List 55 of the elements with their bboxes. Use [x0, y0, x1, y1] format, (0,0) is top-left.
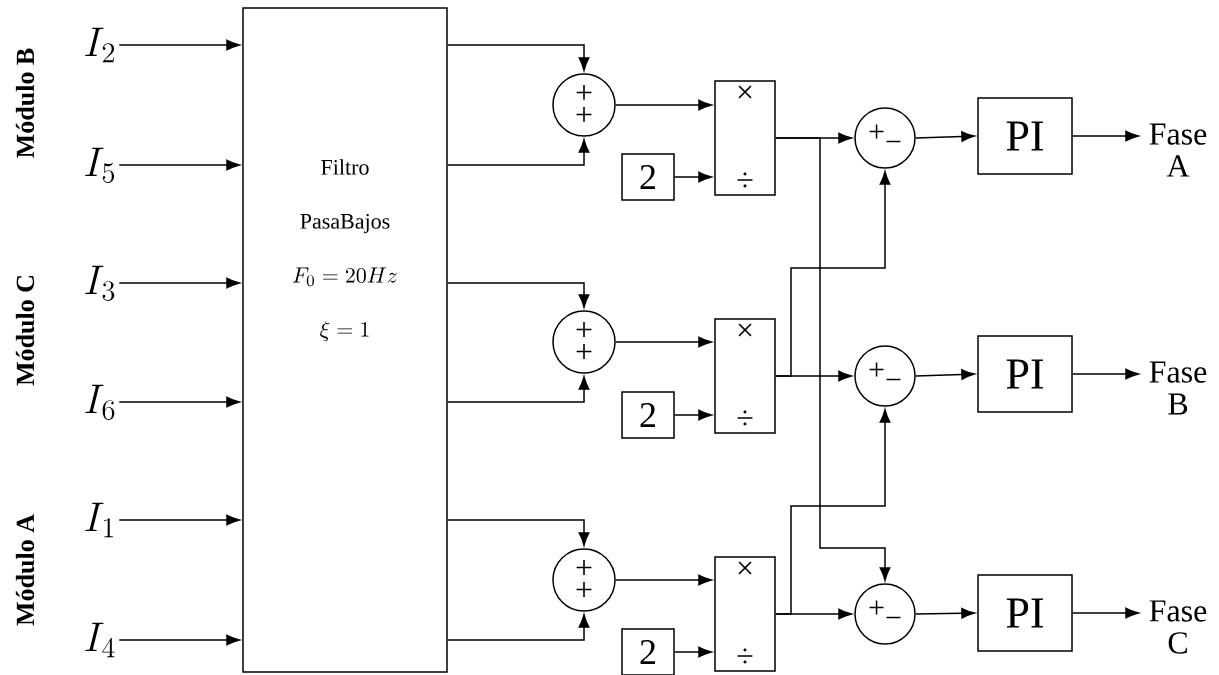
output-label: Fase C — [1149, 600, 1207, 654]
arrow — [447, 519, 590, 546]
arrow — [915, 607, 975, 619]
arrow — [615, 99, 712, 111]
arrow — [775, 171, 891, 377]
module-label: Módulo A — [15, 514, 35, 626]
arrow — [1072, 130, 1139, 142]
arrow — [915, 369, 975, 380]
arrow — [118, 396, 240, 408]
arrow — [447, 376, 590, 403]
filter-block: Filtro PasaBajos $F_0 = 20Hz$ $\xi = 1$ — [242, 7, 448, 673]
input-label: $I_2$ — [85, 27, 115, 63]
summing-junction: + + — [552, 310, 616, 374]
input-label: $I_1$ — [85, 502, 114, 538]
input-label: $I_4$ — [85, 622, 115, 658]
arrow — [775, 137, 891, 581]
arrow — [674, 409, 712, 421]
arrow — [674, 646, 712, 658]
arrow — [1072, 368, 1139, 380]
input-label: $I_5$ — [85, 147, 115, 183]
arrow — [1072, 607, 1139, 619]
summing-junction: + − — [854, 107, 916, 169]
arrow — [447, 282, 590, 308]
module-label: Módulo B — [15, 48, 35, 158]
controller-block: PI — [977, 574, 1073, 652]
output-label: Fase B — [1149, 361, 1207, 415]
arrow — [615, 574, 712, 586]
multiply-divide-block: × ÷ — [714, 318, 776, 434]
summing-junction: + − — [854, 345, 916, 407]
input-label: $I_3$ — [85, 265, 115, 301]
controller-block: PI — [977, 97, 1073, 175]
arrow — [775, 409, 891, 615]
multiply-divide-block: × ÷ — [714, 556, 776, 672]
module-label: Módulo C — [15, 276, 35, 386]
input-label: $I_6$ — [85, 384, 115, 420]
output-label: Fase A — [1149, 123, 1207, 177]
arrow — [447, 44, 590, 71]
arrow — [447, 614, 590, 641]
arrow — [118, 514, 240, 526]
summing-junction: + + — [552, 73, 616, 137]
arrow — [118, 159, 240, 171]
constant-block: 2 — [621, 391, 675, 439]
summing-junction: + + — [552, 548, 616, 612]
arrow — [118, 634, 240, 646]
summing-junction: + − — [854, 583, 916, 645]
arrow — [915, 131, 975, 142]
arrow — [674, 171, 712, 183]
arrow — [447, 139, 590, 166]
arrow — [118, 277, 240, 289]
multiply-divide-block: × ÷ — [714, 80, 776, 196]
controller-block: PI — [977, 335, 1073, 413]
arrow — [615, 336, 712, 348]
constant-block: 2 — [621, 153, 675, 201]
arrow — [118, 39, 240, 51]
constant-block: 2 — [621, 628, 675, 675]
